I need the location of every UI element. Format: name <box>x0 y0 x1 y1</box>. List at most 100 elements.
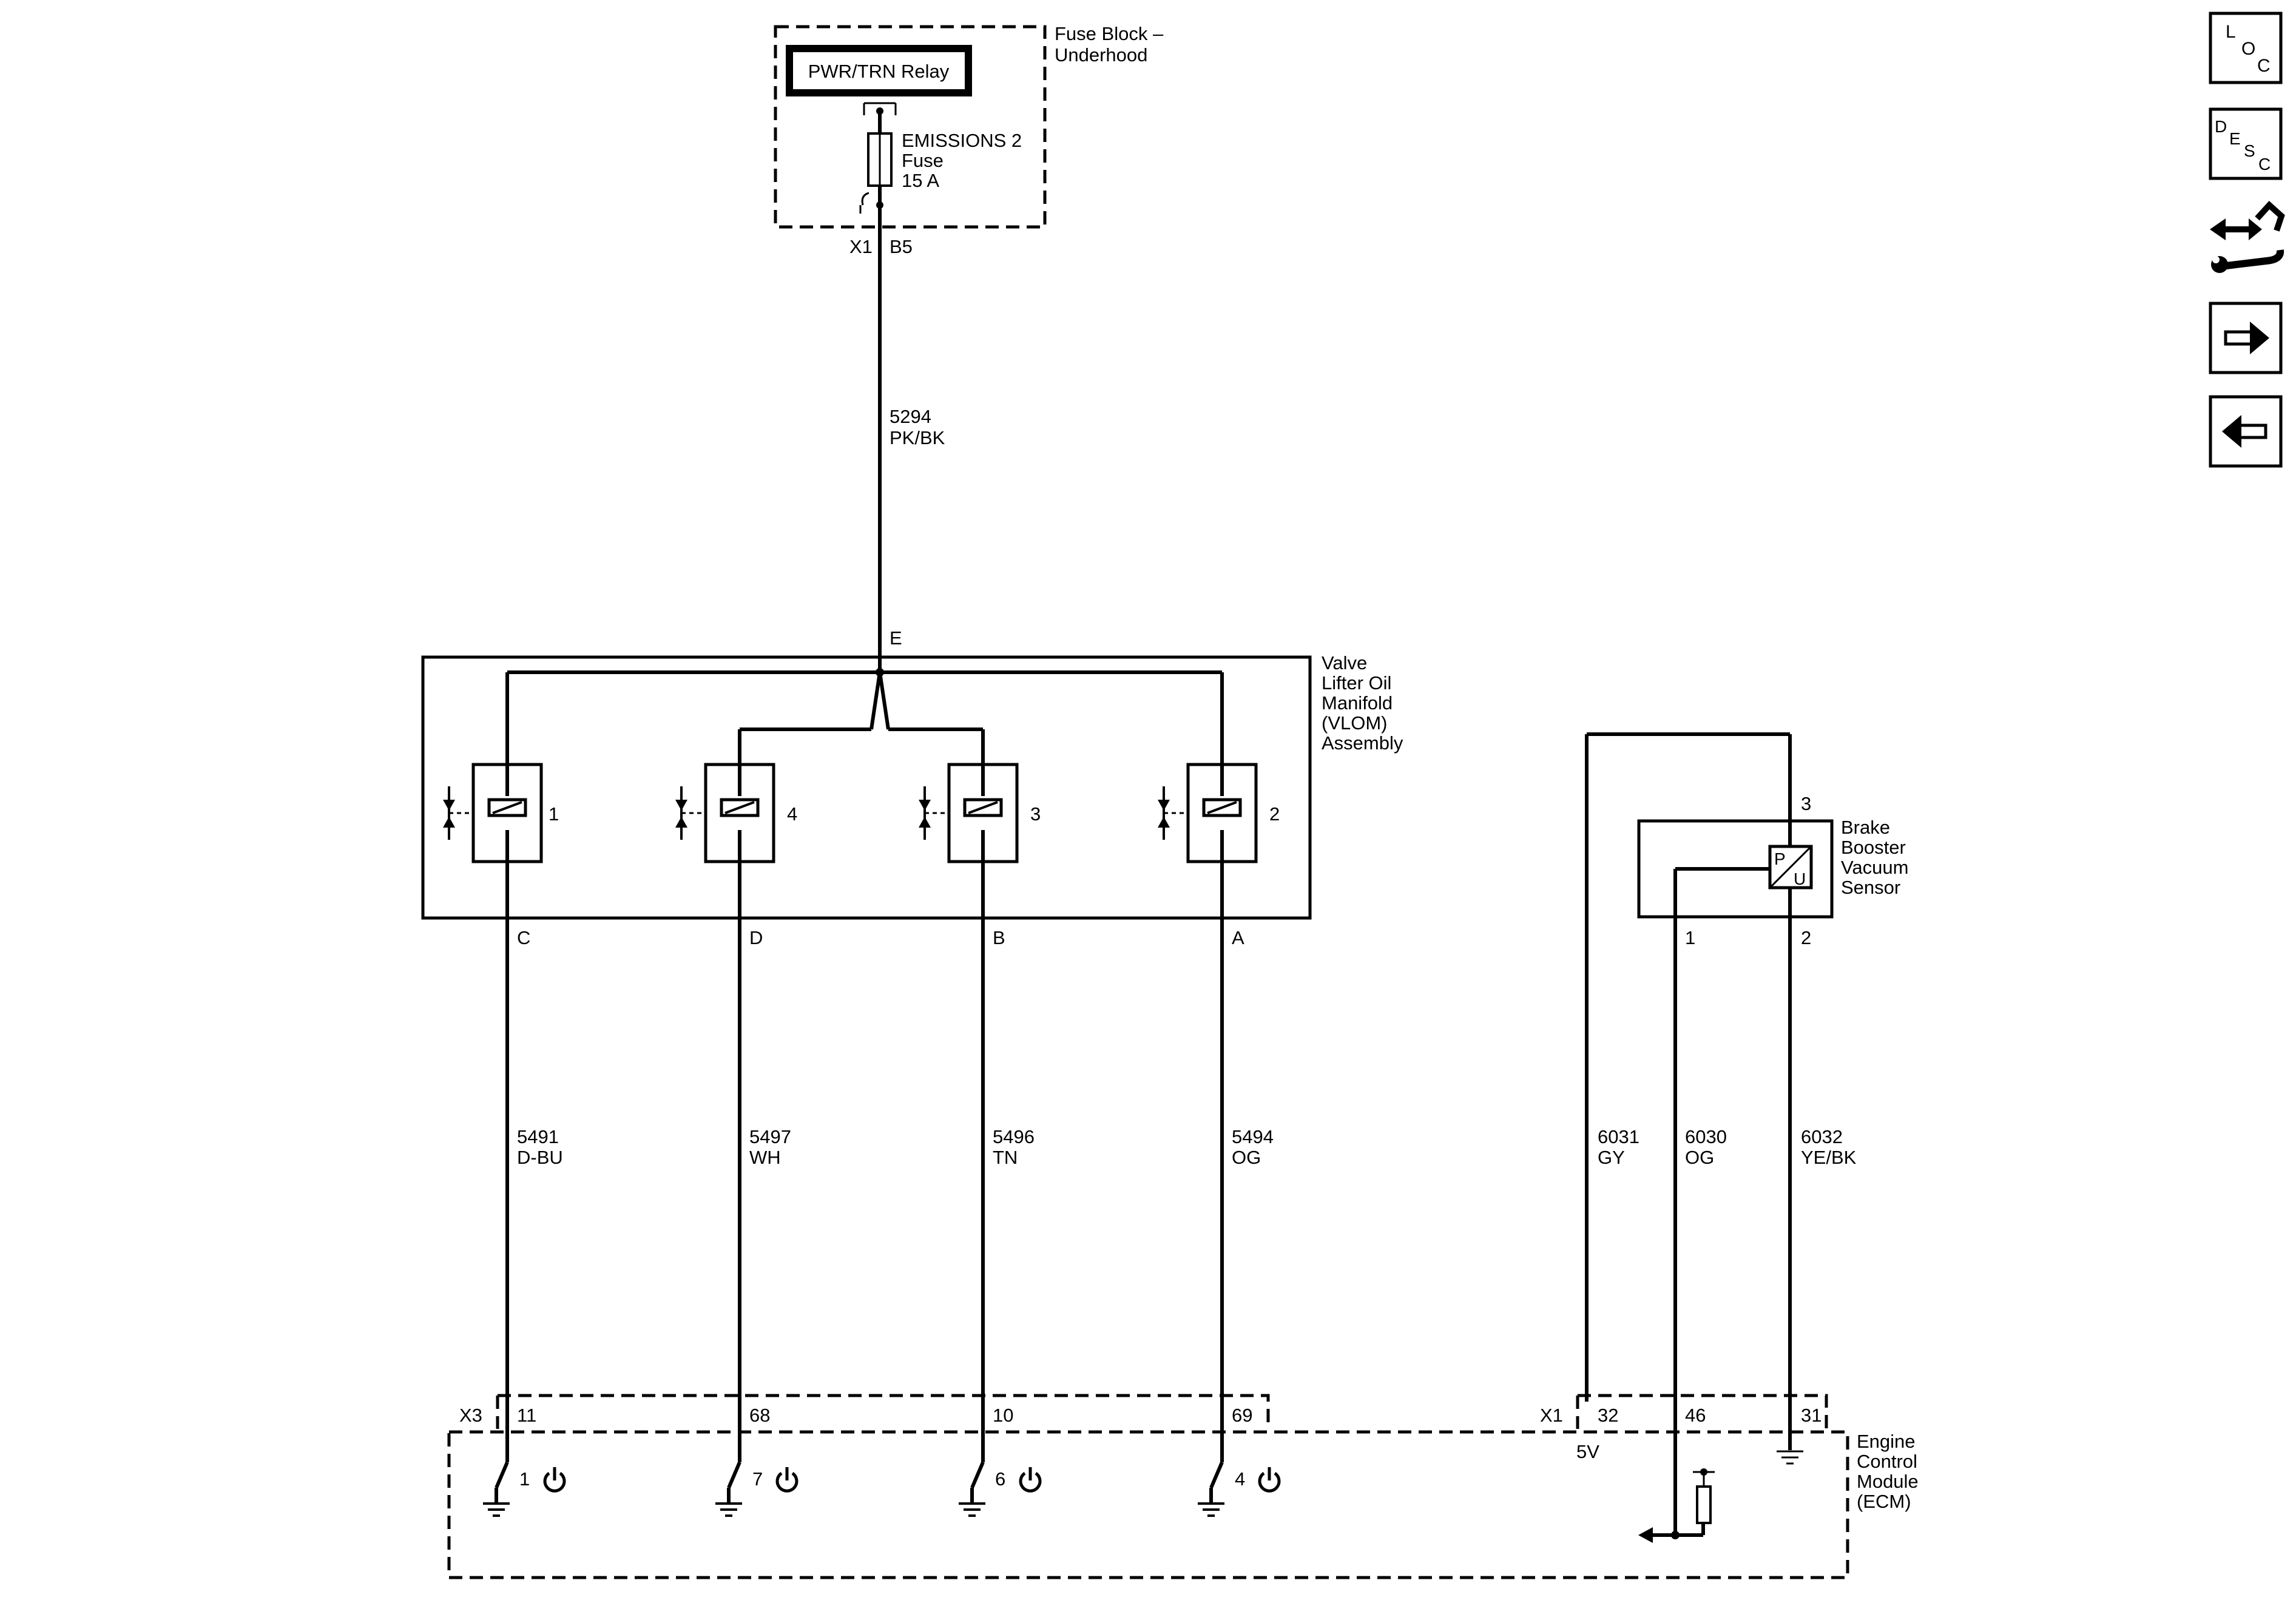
svg-text:S: S <box>2244 141 2255 160</box>
vlom-name-1: Valve <box>1322 652 1367 673</box>
ecm-connector-x1: X1 <box>1540 1405 1563 1426</box>
wire-circuit: 5496 <box>993 1126 1035 1147</box>
transducer-p: P <box>1774 849 1786 868</box>
vlom-pin: D <box>749 927 763 948</box>
ecm-outline <box>447 1430 1849 1579</box>
driver-number: 4 <box>1235 1468 1245 1490</box>
switch-icon <box>727 1461 741 1489</box>
sensor-name-3: Vacuum <box>1841 857 1908 878</box>
sensor-name-4: Sensor <box>1841 877 1900 898</box>
desc-button[interactable]: D E S C <box>2209 107 2283 180</box>
wire-circuit: 5494 <box>1232 1126 1274 1147</box>
solenoid-number: 4 <box>787 803 797 825</box>
power-icon <box>775 1471 799 1493</box>
previous-page-button[interactable] <box>2209 395 2283 468</box>
vlom-pin: C <box>517 927 530 948</box>
arrow-right-icon <box>2224 322 2269 354</box>
loc-button[interactable]: L O C <box>2209 12 2283 84</box>
wire-color: OG <box>1685 1147 1714 1168</box>
fuse-rating: 15 A <box>902 170 939 191</box>
ecm-name-3: Module <box>1857 1471 1919 1492</box>
ground-icon <box>1777 1450 1803 1465</box>
vlom-name-3: Manifold <box>1322 692 1393 714</box>
fuse-name: EMISSIONS 2 <box>902 130 1022 151</box>
wrench-connector-icon <box>2210 200 2285 273</box>
switch-icon <box>970 1461 985 1489</box>
driver-number: 1 <box>519 1468 530 1490</box>
wire-color: OG <box>1232 1147 1261 1168</box>
switch-icon <box>495 1461 509 1489</box>
ecm-name-2: Control <box>1857 1451 1917 1472</box>
arrow-left-icon <box>2222 415 2267 448</box>
ecm-pin: 31 <box>1801 1405 1822 1426</box>
svg-text:C: C <box>2258 155 2271 174</box>
next-page-button[interactable] <box>2209 302 2283 374</box>
sensor-pin-1: 1 <box>1685 927 1695 948</box>
wire-circuit: 5491 <box>517 1126 559 1147</box>
driver-number: 6 <box>995 1468 1005 1490</box>
driver-number: 7 <box>752 1468 763 1490</box>
solenoid-4 <box>675 763 775 863</box>
fuse-block: Fuse Block – Underhood PWR/TRN Relay EMI… <box>774 23 1164 257</box>
solenoid-number: 1 <box>549 803 559 825</box>
ecm-pin: 68 <box>749 1405 770 1426</box>
solenoid-3 <box>919 763 1019 863</box>
wire-circuit: 5497 <box>749 1126 791 1147</box>
desc-icon: D <box>2215 117 2227 136</box>
solenoid-number: 3 <box>1030 803 1041 825</box>
power-icon <box>1258 1471 1281 1493</box>
relay-box <box>786 45 972 96</box>
ecm-pin: 11 <box>517 1405 536 1426</box>
wire-color: GY <box>1598 1147 1625 1168</box>
ecm-name-4: (ECM) <box>1857 1491 1911 1512</box>
wire-color: WH <box>749 1147 781 1168</box>
low-side-driver-1 <box>483 1447 566 1517</box>
wire-color: YE/BK <box>1801 1147 1857 1168</box>
wire-color: D-BU <box>517 1147 563 1168</box>
vlom-outline <box>421 655 1312 920</box>
connector-repair-button[interactable] <box>2210 200 2285 273</box>
fuse-pin: B5 <box>890 236 913 257</box>
fuse-type: Fuse <box>902 150 944 171</box>
fuse-connector: X1 <box>849 236 873 257</box>
vlom-assembly: Valve Lifter Oil Manifold (VLOM) Assembl… <box>421 652 1403 920</box>
ecm: X3 X1 Engine Control Module (ECM) 11 68 … <box>447 1394 1919 1579</box>
sensor-pin-3: 3 <box>1801 793 1811 814</box>
relay-label: PWR/TRN Relay <box>808 61 950 82</box>
signal-input-arrow-icon <box>1638 1523 1705 1543</box>
vlom-name-4: (VLOM) <box>1322 712 1388 734</box>
wire-5294-color: PK/BK <box>890 427 945 448</box>
svg-text:O: O <box>2241 39 2255 59</box>
wire-circuit: 6031 <box>1598 1126 1639 1147</box>
ecm-pin: 32 <box>1598 1405 1618 1426</box>
low-side-driver-4 <box>1198 1447 1281 1517</box>
vlom-pin-e: E <box>890 627 902 649</box>
solenoid-2 <box>1158 763 1258 863</box>
ecm-x3-connector-outline <box>498 1394 1270 1429</box>
low-side-driver-7 <box>715 1447 799 1517</box>
wire-color: TN <box>993 1147 1018 1168</box>
ecm-x1-connector-outline <box>1578 1394 1828 1429</box>
ecm-pin: 46 <box>1685 1405 1706 1426</box>
sensor-pin-2: 2 <box>1801 927 1811 948</box>
power-icon <box>543 1471 566 1493</box>
switch-icon <box>1209 1461 1224 1489</box>
brake-booster-sensor: 3 Brake Booster Vacuum Sensor P U 1 2 60… <box>1585 732 1908 1535</box>
wire-5294-circuit: 5294 <box>890 406 931 427</box>
sensor-name-1: Brake <box>1841 817 1890 838</box>
fuse-block-name-2: Underhood <box>1055 44 1147 66</box>
solenoid-number: 2 <box>1269 803 1280 825</box>
ecm-pin: 10 <box>993 1405 1013 1426</box>
vlom-name-2: Lifter Oil <box>1322 672 1391 694</box>
sensor-name-2: Booster <box>1841 837 1906 858</box>
ecm-connector-x3: X3 <box>459 1405 482 1426</box>
wire-circuit: 6030 <box>1685 1126 1727 1147</box>
fuse-block-name-1: Fuse Block – <box>1055 23 1164 44</box>
low-side-driver-6 <box>959 1447 1042 1517</box>
vlom-name-5: Assembly <box>1322 732 1403 754</box>
ecm-ref-voltage: 5V <box>1576 1441 1599 1462</box>
solenoid-1 <box>443 763 543 863</box>
svg-text:C: C <box>2257 56 2271 76</box>
power-icon <box>1019 1471 1042 1493</box>
